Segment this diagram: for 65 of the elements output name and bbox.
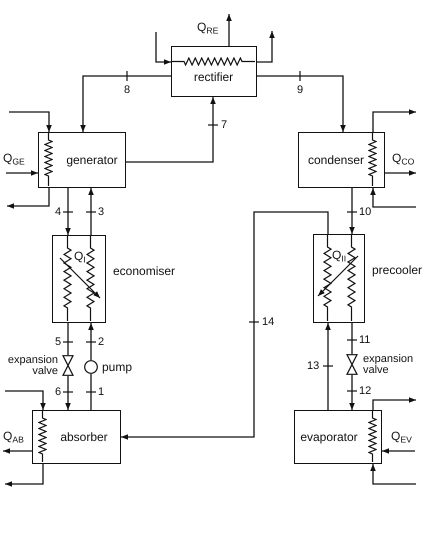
edge-label: Q$_{RE}$ [197,19,218,35]
flow-arrow [126,97,216,163]
edge-label: 11 [359,334,370,346]
flow-arrow [7,188,50,209]
unit-label: evaporator [300,430,358,444]
flow-arrow [65,188,71,235]
flow-arrow [349,375,355,410]
heat-label: Q$_{II}$ [332,248,346,262]
edge-label: Q$_{EV}$ [391,428,412,444]
flow-arrow [349,188,355,234]
edge-label: 9 [297,84,304,96]
component-label: pump [102,360,132,374]
edge-label: 1 [98,386,104,398]
flow-line [351,323,353,354]
flow-line [90,374,92,410]
unit-label: rectifier [194,70,234,84]
edge-label: 5 [55,336,62,348]
unit-label: absorber [60,430,108,444]
flow-arrow [226,14,232,46]
flow-arrow [65,376,71,410]
edge-label: 6 [55,386,62,398]
edge-label: 7 [221,119,228,131]
unit-label: generator [66,153,118,167]
edge-label: 8 [124,84,130,96]
edge-label: 3 [98,206,104,218]
unit-label: precooler [372,263,422,277]
unit-label: condenser [308,153,364,167]
edge-label: 12 [359,385,372,397]
process-box [32,410,121,464]
flow-line [67,323,69,355]
flow-arrow [385,170,416,176]
process-box [38,132,126,188]
flow-arrow [9,111,52,132]
flow-arrow [372,397,416,410]
edge-label: Q$_{AB}$ [3,428,24,444]
edge-label: 14 [262,316,274,328]
component-label: expansion valve [363,354,414,375]
process-box [294,410,382,464]
flow-arrow [257,31,275,63]
flow-arrow [3,448,32,454]
flow-arrow [370,464,416,485]
flow-arrow [80,75,171,132]
flow-arrow [5,390,46,410]
flow-arrow [370,188,416,208]
flow-arrow [372,109,416,132]
edge-label: 13 [307,360,320,372]
edge-label: 2 [98,336,104,348]
flow-arrow [382,448,415,454]
flow-arrow [5,464,44,487]
flow-arrow [325,323,331,410]
heat-label: Q$_{I}$ [74,249,86,263]
edge-label: Q$_{CO}$ [392,150,414,166]
edge-label: 4 [55,206,62,218]
component-label: expansion valve [8,355,58,376]
process-box [171,46,257,97]
flow-arrow [6,170,38,176]
process-box [298,132,385,188]
flow-arrow [88,323,94,360]
flow-arrow [257,75,346,132]
flow-arrow [88,188,94,235]
edge-label: Q$_{GE}$ [3,150,25,166]
flow-arrow [121,211,329,440]
unit-label: economiser [113,264,176,278]
edge-label: 10 [359,206,372,218]
flow-arrow [155,32,171,65]
